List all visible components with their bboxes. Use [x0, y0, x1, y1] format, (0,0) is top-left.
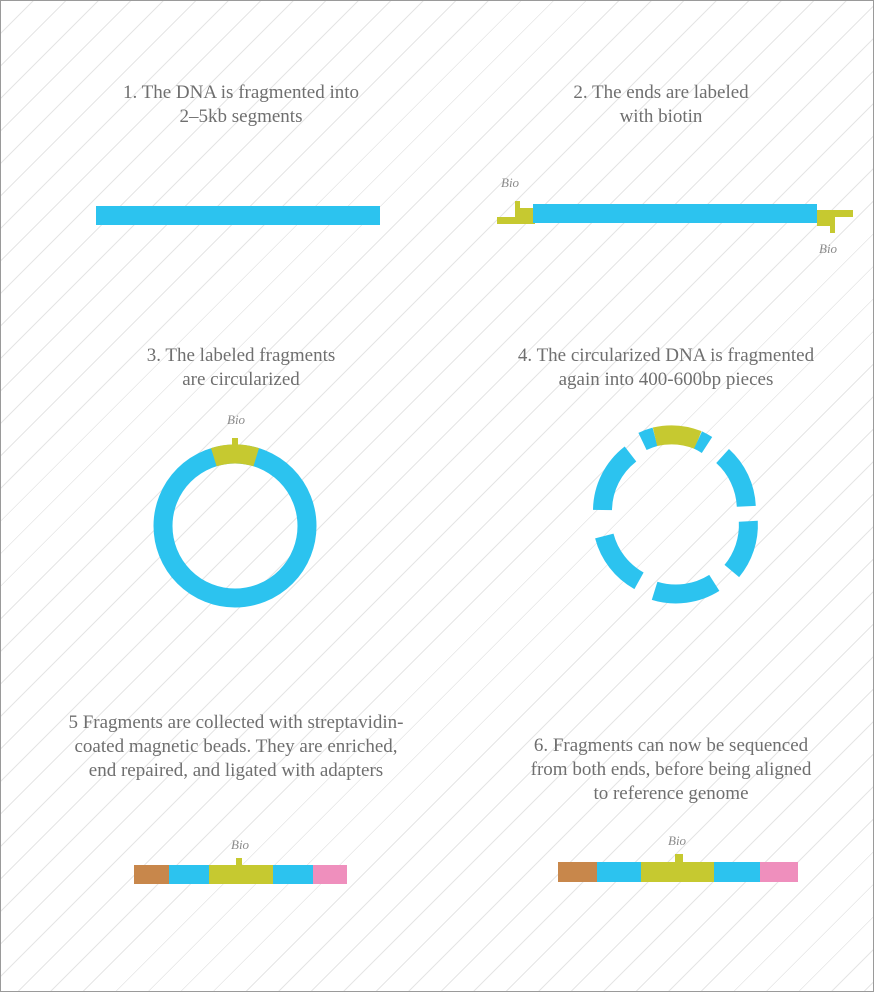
step-4-fragment-bottom	[651, 574, 720, 604]
step-3-biotin-tag	[232, 438, 238, 450]
step-6-adapter-right	[760, 862, 798, 882]
step-3-line-1: 3. The labeled fragments	[146, 345, 336, 366]
step-6-bio-label: Bio	[668, 833, 687, 848]
step-4-fragment-top-left	[638, 427, 658, 451]
step-6-line-2: from both ends, before being aligned	[530, 759, 812, 780]
step-5-adapter-left	[134, 865, 169, 884]
step-4-fragment-left-upper	[593, 446, 637, 511]
step-6-biotin-tag	[675, 854, 683, 864]
step-3-circular-dna	[153, 444, 317, 608]
step-5-line-3: end repaired, and ligated with adapters	[88, 760, 384, 781]
step-5-biotin-tag	[236, 858, 242, 866]
step-6-biotin-segment	[641, 862, 714, 882]
step-4-caption: 4. The circularized DNA is fragmented ag…	[456, 344, 874, 392]
step-3-biotin-segment	[211, 444, 259, 467]
step-1-line-2: 2–5kb segments	[179, 106, 303, 127]
step-6-dna-left	[597, 862, 641, 882]
step-2-line-1: 2. The ends are labeled	[573, 82, 749, 103]
step-2-biotin-tag-right	[830, 215, 835, 233]
step-5-bio-label: Bio	[231, 837, 250, 852]
step-2-dna-strand	[533, 204, 817, 223]
step-5-line-2: coated magnetic beads. They are enriched…	[74, 736, 398, 757]
step-2-line-2: with biotin	[619, 106, 703, 127]
step-5-adapter-right	[313, 865, 347, 884]
step-5-dna-right	[273, 865, 313, 884]
step-5-biotin-segment	[209, 865, 273, 884]
step-6-line-1: 6. Fragments can now be sequenced	[533, 735, 809, 756]
step-2-biotin-block-left	[517, 208, 533, 224]
step-1-dna-strand	[96, 206, 380, 225]
step-2-biotin-end-right	[817, 210, 853, 217]
step-4-fragment-top-right	[693, 431, 713, 454]
step-4-fragment-biotin	[652, 425, 702, 449]
step-6-adapter-left	[558, 862, 597, 882]
step-5-dna-left	[169, 865, 209, 884]
step-6-caption: 6. Fragments can now be sequenced from b…	[461, 734, 874, 806]
step-4-line-2: again into 400-600bp pieces	[558, 369, 774, 390]
step-5-caption: 5 Fragments are collected with streptavi…	[16, 711, 456, 783]
step-1-caption: 1. The DNA is fragmented into 2–5kb segm…	[41, 81, 441, 129]
step-4-fragment-right-lower	[724, 520, 758, 578]
step-2-caption: 2. The ends are labeled with biotin	[461, 81, 861, 129]
step-5-line-1: 5 Fragments are collected with streptavi…	[68, 712, 404, 733]
step-4-fragment-right-upper	[715, 448, 756, 508]
step-3-line-2: are circularized	[182, 369, 300, 390]
step-4-line-1: 4. The circularized DNA is fragmented	[517, 345, 815, 366]
step-3-bio-label: Bio	[227, 412, 246, 427]
step-2-bio-label-right: Bio	[819, 241, 838, 256]
step-6-line-3: to reference genome	[593, 783, 749, 804]
step-1-line-1: 1. The DNA is fragmented into	[122, 82, 360, 103]
step-2-biotin-end-left	[497, 217, 535, 224]
step-2-bio-label-left: Bio	[501, 175, 520, 190]
step-4-fragment-left-lower	[595, 533, 644, 590]
step-6-dna-right	[714, 862, 760, 882]
step-3-caption: 3. The labeled fragments are circularize…	[41, 344, 441, 392]
